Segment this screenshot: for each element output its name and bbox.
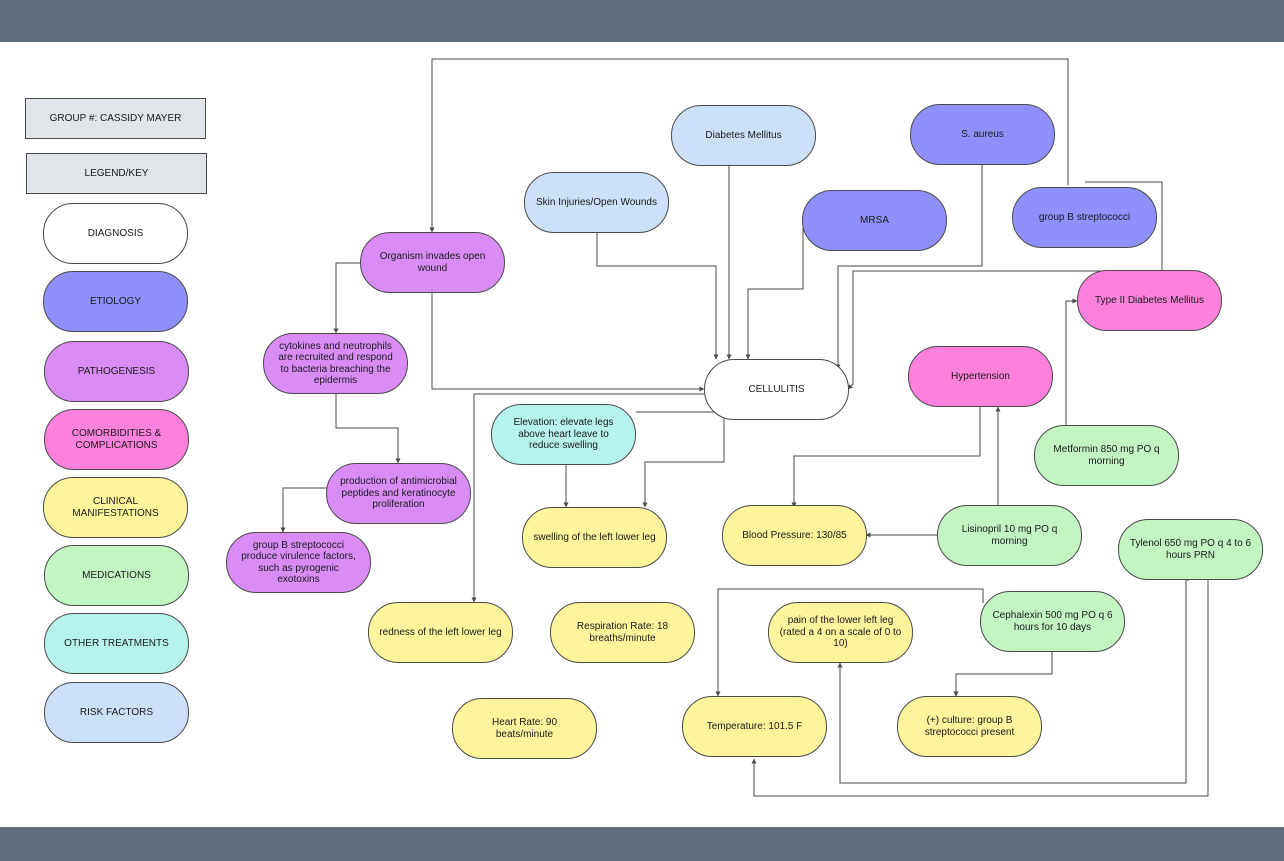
etiology-group-b-streptococci[interactable]: group B streptococci <box>1012 187 1157 248</box>
path-virulence-factors[interactable]: group B streptococci produce virulence f… <box>226 532 371 593</box>
connector-skin-to-cellulitis <box>596 233 719 360</box>
connector-invades-to-cellulitis <box>431 293 705 392</box>
legend-pathogenesis: PATHOGENESIS <box>44 341 189 402</box>
legend-risk-factors: RISK FACTORS <box>44 682 189 743</box>
path-antimicrobial-peptides[interactable]: production of antimicrobial peptides and… <box>326 463 471 524</box>
legend-other-treatments: OTHER TREATMENTS <box>44 613 189 674</box>
legend-clinical-manifestations: CLINICAL MANIFESTATIONS <box>43 477 188 538</box>
connector-invades-to-cytokines <box>333 262 362 334</box>
legend-title: LEGEND/KEY <box>26 153 207 194</box>
connector-cellulitis-to-swelling <box>642 414 725 508</box>
clinical-pain[interactable]: pain of the lower left leg (rated a 4 on… <box>768 602 913 663</box>
connector-tylenol-to-pain <box>837 579 1189 784</box>
med-metformin[interactable]: Metformin 850 mg PO q morning <box>1034 425 1179 486</box>
connector-cytokines-to-antimicrobial <box>335 393 401 464</box>
comorbidity-hypertension[interactable]: Hypertension <box>908 346 1053 407</box>
treatment-elevation[interactable]: Elevation: elevate legs above heart leav… <box>491 404 636 465</box>
comorbidity-type-2-diabetes[interactable]: Type II Diabetes Mellitus <box>1077 270 1222 331</box>
connector-cephalexin-to-culture <box>953 652 1053 697</box>
risk-diabetes-mellitus[interactable]: Diabetes Mellitus <box>671 105 816 166</box>
etiology-mrsa[interactable]: MRSA <box>802 190 947 251</box>
legend-medications: MEDICATIONS <box>44 545 189 606</box>
connector-top-loop <box>429 58 1069 233</box>
path-organism-invades[interactable]: Organism invades open wound <box>360 232 505 293</box>
diagnosis-cellulitis[interactable]: CELLULITIS <box>704 359 849 420</box>
med-cephalexin[interactable]: Cephalexin 500 mg PO q 6 hours for 10 da… <box>980 591 1125 652</box>
clinical-temperature[interactable]: Temperature: 101.5 F <box>682 696 827 757</box>
bottom-banner <box>0 827 1284 861</box>
med-tylenol[interactable]: Tylenol 650 mg PO q 4 to 6 hours PRN <box>1118 519 1263 580</box>
clinical-blood-pressure[interactable]: Blood Pressure: 130/85 <box>722 505 867 566</box>
clinical-heart-rate[interactable]: Heart Rate: 90 beats/minute <box>452 698 597 759</box>
group-label: GROUP #: CASSIDY MAYER <box>25 98 206 139</box>
clinical-redness[interactable]: redness of the left lower leg <box>368 602 513 663</box>
med-lisinopril[interactable]: Lisinopril 10 mg PO q morning <box>937 505 1082 566</box>
clinical-respiration-rate[interactable]: Respiration Rate: 18 breaths/minute <box>550 602 695 663</box>
connector-mrsa-to-cellulitis <box>745 228 804 360</box>
legend-comorbidities: COMORBIDITIES & COMPLICATIONS <box>44 409 189 470</box>
connector-cellulitis-to-redness <box>471 393 704 603</box>
top-banner <box>0 0 1284 42</box>
connector-saureus-to-cellulitis <box>835 165 983 370</box>
clinical-culture[interactable]: (+) culture: group B streptococci presen… <box>897 696 1042 757</box>
etiology-s-aureus[interactable]: S. aureus <box>910 104 1055 165</box>
connector-cephalexin-to-temp <box>715 588 984 697</box>
clinical-swelling[interactable]: swelling of the left lower leg <box>522 507 667 568</box>
connector-tylenol-to-temp <box>751 580 1209 797</box>
connector-htn-to-bp <box>791 407 981 508</box>
legend-diagnosis: DIAGNOSIS <box>43 203 188 264</box>
connector-antimicrobial-to-virulence <box>280 487 328 533</box>
path-cytokines-neutrophils[interactable]: cytokines and neutrophils are recruited … <box>263 333 408 394</box>
legend-etiology: ETIOLOGY <box>43 271 188 332</box>
connector-metformin-to-t2dm <box>1065 298 1078 425</box>
risk-skin-injuries[interactable]: Skin Injuries/Open Wounds <box>524 172 669 233</box>
connector-groupb-to-cellulitis <box>847 181 1163 390</box>
